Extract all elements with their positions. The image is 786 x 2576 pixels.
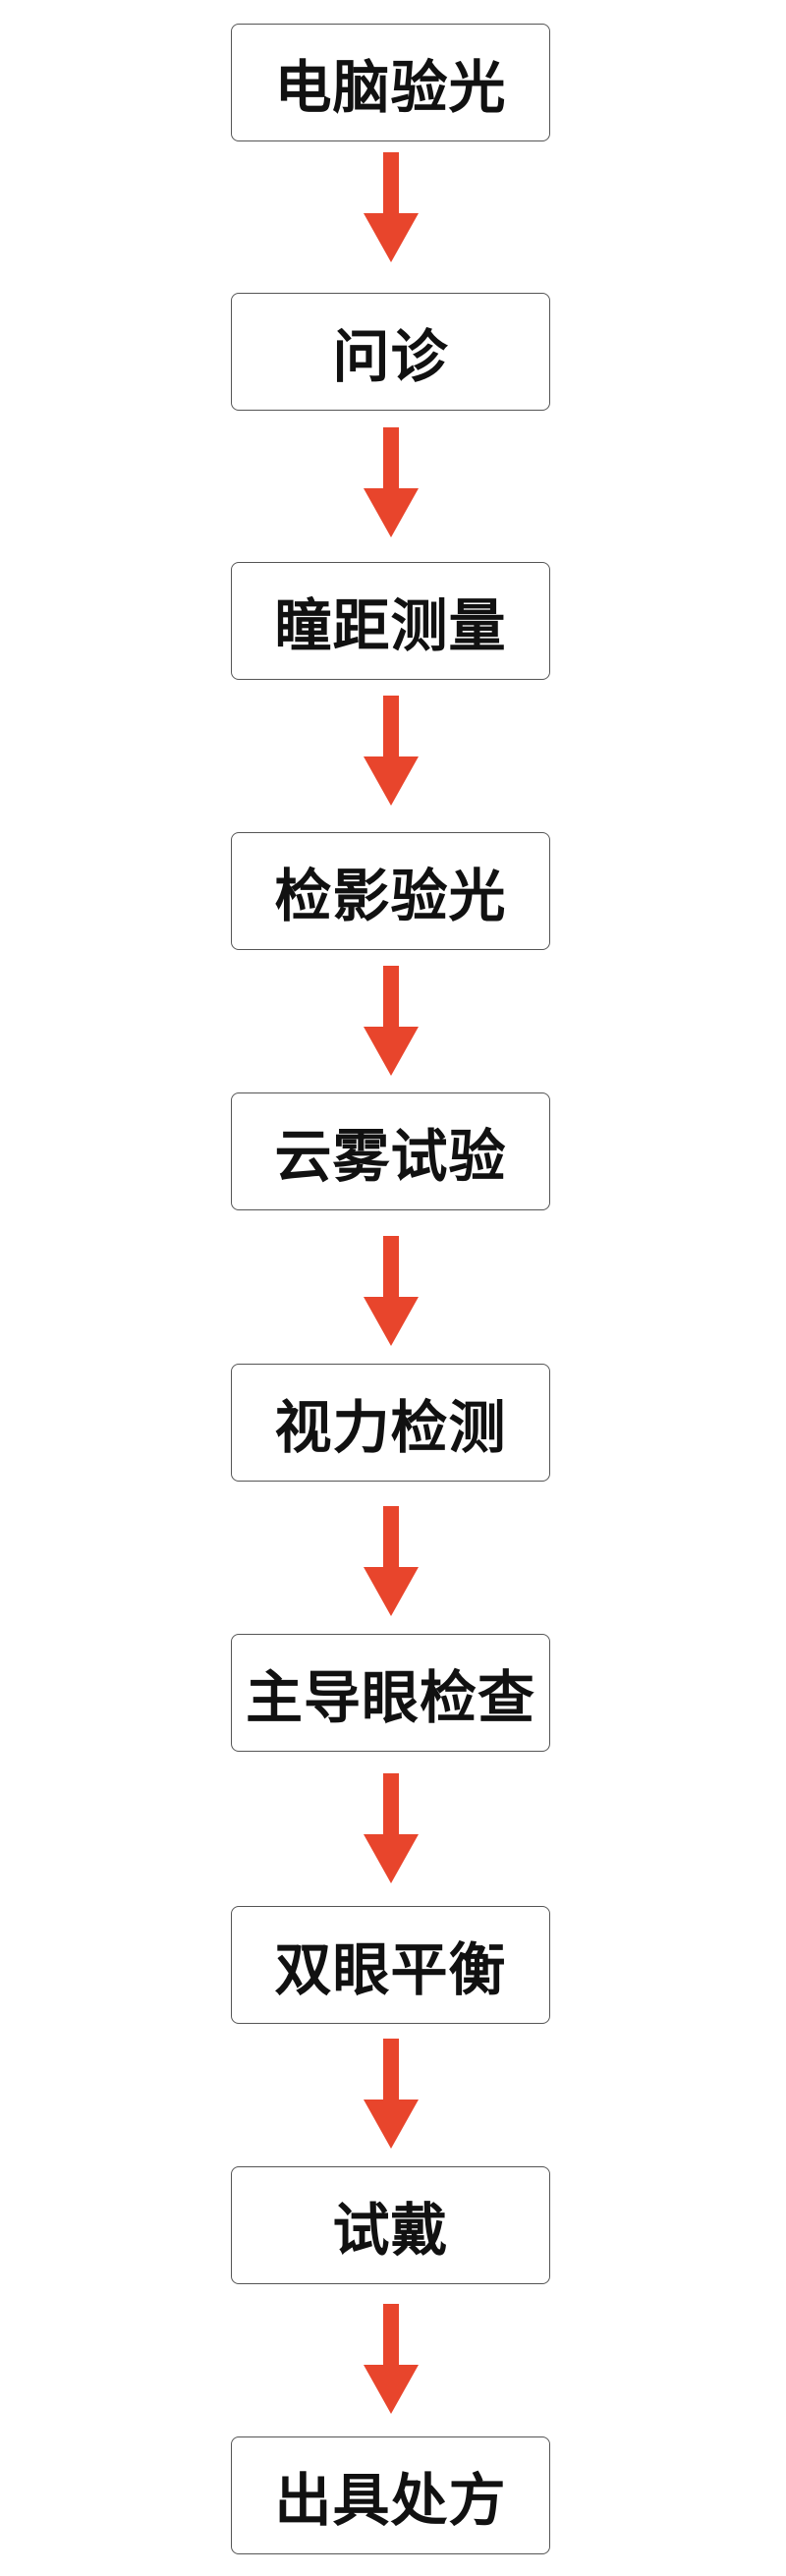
step-box-8: 双眼平衡 bbox=[231, 1906, 550, 2024]
down-arrow-icon bbox=[364, 152, 419, 262]
down-arrow-icon bbox=[364, 1236, 419, 1346]
down-arrow-icon bbox=[364, 966, 419, 1076]
step-label: 主导眼检查 bbox=[245, 1664, 535, 1731]
step-box-4: 检影验光 bbox=[231, 832, 550, 950]
step-box-5: 云雾试验 bbox=[231, 1092, 550, 1210]
step-box-2: 问诊 bbox=[231, 293, 550, 411]
step-label: 电脑验光 bbox=[274, 54, 507, 121]
down-arrow-icon bbox=[364, 696, 419, 806]
step-box-9: 试戴 bbox=[231, 2166, 550, 2284]
step-label: 双眼平衡 bbox=[274, 1936, 507, 2003]
step-label: 问诊 bbox=[332, 323, 449, 390]
step-label: 出具处方 bbox=[274, 2467, 507, 2534]
step-label: 瞳距测量 bbox=[274, 592, 507, 659]
down-arrow-icon bbox=[364, 427, 419, 537]
step-label: 云雾试验 bbox=[274, 1123, 507, 1190]
step-label: 视力检测 bbox=[274, 1394, 507, 1461]
down-arrow-icon bbox=[364, 1506, 419, 1616]
step-box-7: 主导眼检查 bbox=[231, 1634, 550, 1752]
step-label: 检影验光 bbox=[274, 863, 507, 929]
down-arrow-icon bbox=[364, 2039, 419, 2149]
down-arrow-icon bbox=[364, 1773, 419, 1883]
step-box-6: 视力检测 bbox=[231, 1364, 550, 1482]
step-box-1: 电脑验光 bbox=[231, 24, 550, 141]
step-label: 试戴 bbox=[332, 2197, 449, 2264]
step-box-3: 瞳距测量 bbox=[231, 562, 550, 680]
down-arrow-icon bbox=[364, 2304, 419, 2414]
step-box-10: 出具处方 bbox=[231, 2436, 550, 2554]
